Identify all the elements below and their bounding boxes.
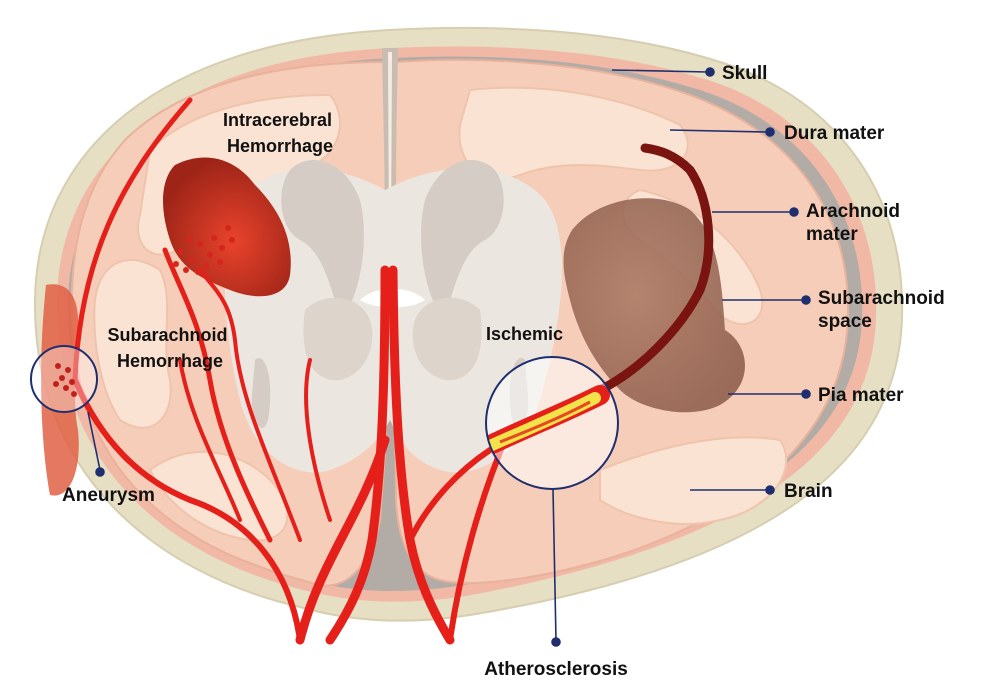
label-dura-mater: Dura mater bbox=[784, 123, 885, 144]
label-ischemic: Ischemic bbox=[486, 324, 563, 344]
aneurysm-circle bbox=[31, 346, 97, 412]
label-brain: Brain bbox=[784, 481, 833, 502]
label-skull: Skull bbox=[722, 63, 767, 84]
label-pia-mater: Pia mater bbox=[818, 385, 904, 406]
label-aneurysm: Aneurysm bbox=[62, 485, 155, 506]
label-atherosclerosis: Atherosclerosis bbox=[484, 659, 628, 680]
